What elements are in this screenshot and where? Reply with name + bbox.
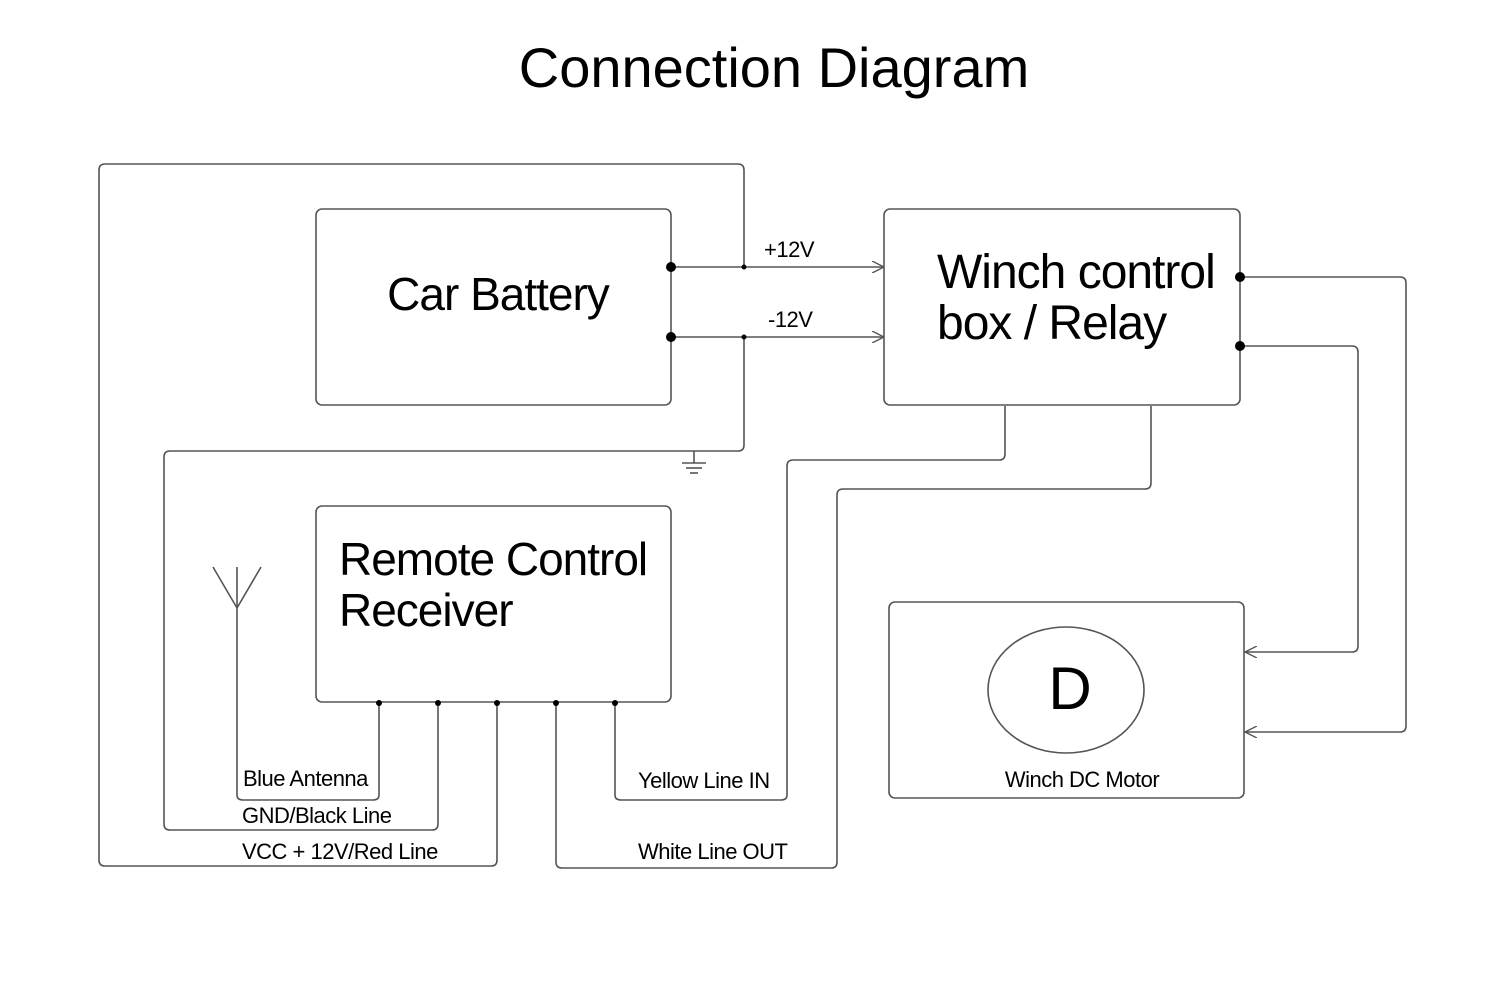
relay-label-line2: box / Relay <box>937 297 1167 350</box>
wires <box>98 163 1407 869</box>
label-white-out: White Line OUT <box>638 839 788 864</box>
receiver-label-line1: Remote Control <box>339 533 647 585</box>
motor-block: D Winch DC Motor <box>888 601 1245 799</box>
ground-icon <box>682 451 706 474</box>
receiver-block: Remote Control Receiver <box>315 505 672 703</box>
label-yellow-in: Yellow Line IN <box>638 768 770 793</box>
wire-vcc-red <box>98 163 745 867</box>
motor-symbol-letter: D <box>1048 655 1091 722</box>
motor-label: Winch DC Motor <box>1005 767 1160 792</box>
page-title: Connection Diagram <box>519 36 1029 99</box>
wire-yellow-in <box>614 406 1006 801</box>
wire-relay-out-1 <box>1240 276 1407 732</box>
receiver-label-line2: Receiver <box>339 584 513 636</box>
wire-gnd-black <box>163 337 745 831</box>
connection-dots <box>376 262 1245 706</box>
wire-blue-antenna <box>236 608 380 801</box>
relay-block: Winch control box / Relay <box>883 208 1241 406</box>
motor-symbol-circle <box>987 626 1145 754</box>
relay-label-line1: Winch control <box>937 246 1215 299</box>
label-vcc-red: VCC + 12V/Red Line <box>242 839 438 864</box>
car-battery-block: Car Battery <box>315 208 672 406</box>
label-plus-12v: +12V <box>764 237 815 262</box>
wire-white-out <box>555 406 1152 869</box>
car-battery-label: Car Battery <box>387 268 610 320</box>
antenna-icon <box>212 566 262 609</box>
label-gnd-black: GND/Black Line <box>242 803 392 828</box>
label-blue-antenna: Blue Antenna <box>243 766 369 791</box>
label-minus-12v: -12V <box>768 307 813 332</box>
wire-relay-out-2 <box>1240 345 1359 652</box>
